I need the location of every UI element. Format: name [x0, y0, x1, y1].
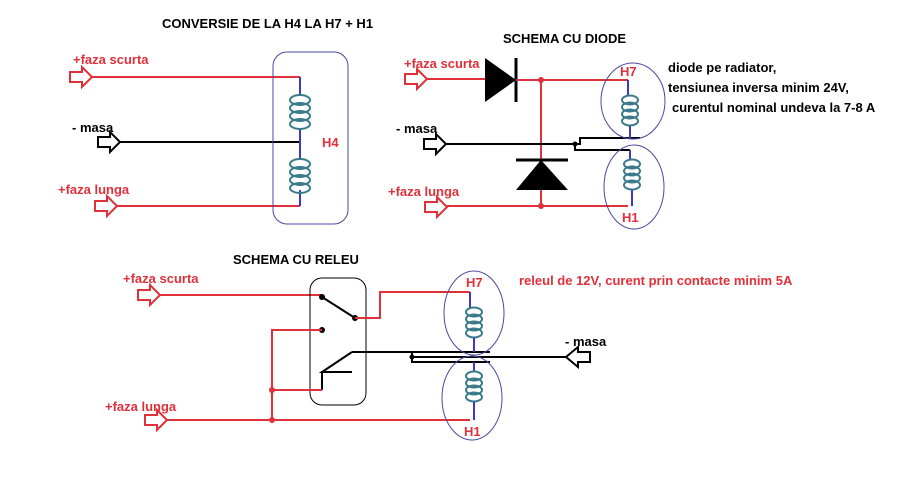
relay-h1-coil-icon: [465, 370, 483, 403]
relay-coil-symbol-icon: [318, 351, 353, 390]
h4-faza-lunga-arrow-icon: [94, 193, 119, 219]
h4-faza-scurta-arrow-icon: [69, 64, 94, 90]
diode-faza-scurta-label: +faza scurta: [404, 56, 480, 71]
diode-faza-lunga-label: +faza lunga: [388, 184, 460, 199]
relay-schematic: SCHEMA CU RELEU +faza scurta +faza lunga: [105, 252, 793, 441]
relay-faza-lunga-label: +faza lunga: [105, 399, 177, 414]
relay-masa-label: - masa: [565, 334, 607, 349]
relay-h7-label: H7: [466, 275, 483, 290]
relay-h1-label: H1: [464, 424, 481, 439]
diode-title: SCHEMA CU DIODE: [503, 31, 626, 46]
relay-faza-scurta-arrow-icon: [137, 282, 162, 308]
diode-h1-label: H1: [622, 210, 639, 225]
h4-lower-coil-icon: [289, 158, 311, 194]
h4-masa-label: - masa: [72, 120, 114, 135]
relay-h7-bulb-outline: [443, 270, 505, 356]
h4-title: CONVERSIE DE LA H4 LA H7 + H1: [162, 16, 373, 31]
h4-conversion-schematic: CONVERSIE DE LA H4 LA H7 + H1 +faza scur…: [58, 16, 373, 225]
diode-note-line3: curentul nominal undeva la 7-8 A: [672, 100, 876, 115]
relay-faza-scurta-label: +faza scurta: [123, 271, 199, 286]
relay-note: releul de 12V, curent prin contacte mini…: [519, 273, 793, 288]
relay-title: SCHEMA CU RELEU: [233, 252, 359, 267]
diode-bottom-icon: [516, 158, 568, 190]
diode-note-line2: tensiunea inversa minim 24V,: [668, 80, 849, 95]
diode-h7-label: H7: [620, 64, 637, 79]
h4-masa-arrow-icon: [97, 129, 122, 155]
diode-h7-coil-icon: [621, 94, 639, 127]
diode-top-icon: [485, 58, 518, 102]
h4-bulb-outline: [272, 51, 349, 225]
h4-faza-scurta-label: +faza scurta: [73, 52, 149, 67]
diode-schematic: SCHEMA CU DIODE +faza scurta - masa: [388, 31, 876, 230]
diode-note-line1: diode pe radiator,: [668, 60, 776, 75]
relay-box: [309, 277, 367, 406]
diode-h7-bulb-outline: [600, 62, 666, 140]
diode-h1-coil-icon: [623, 158, 641, 191]
diode-faza-lunga-arrow-icon: [424, 194, 449, 220]
diode-masa-arrow-icon: [423, 131, 448, 157]
relay-h1-bulb-outline: [441, 355, 503, 441]
diode-faza-scurta-arrow-icon: [404, 66, 429, 92]
relay-h7-coil-icon: [465, 306, 483, 339]
diode-masa-label: - masa: [396, 121, 438, 136]
diode-h1-bulb-outline: [603, 144, 665, 230]
relay-switch-icon: [319, 294, 358, 333]
h4-bulb-label: H4: [322, 135, 339, 150]
h4-upper-coil-icon: [289, 94, 311, 130]
relay-masa-arrow-icon: [564, 344, 591, 370]
relay-faza-lunga-arrow-icon: [144, 407, 169, 433]
h4-faza-lunga-label: +faza lunga: [58, 182, 130, 197]
